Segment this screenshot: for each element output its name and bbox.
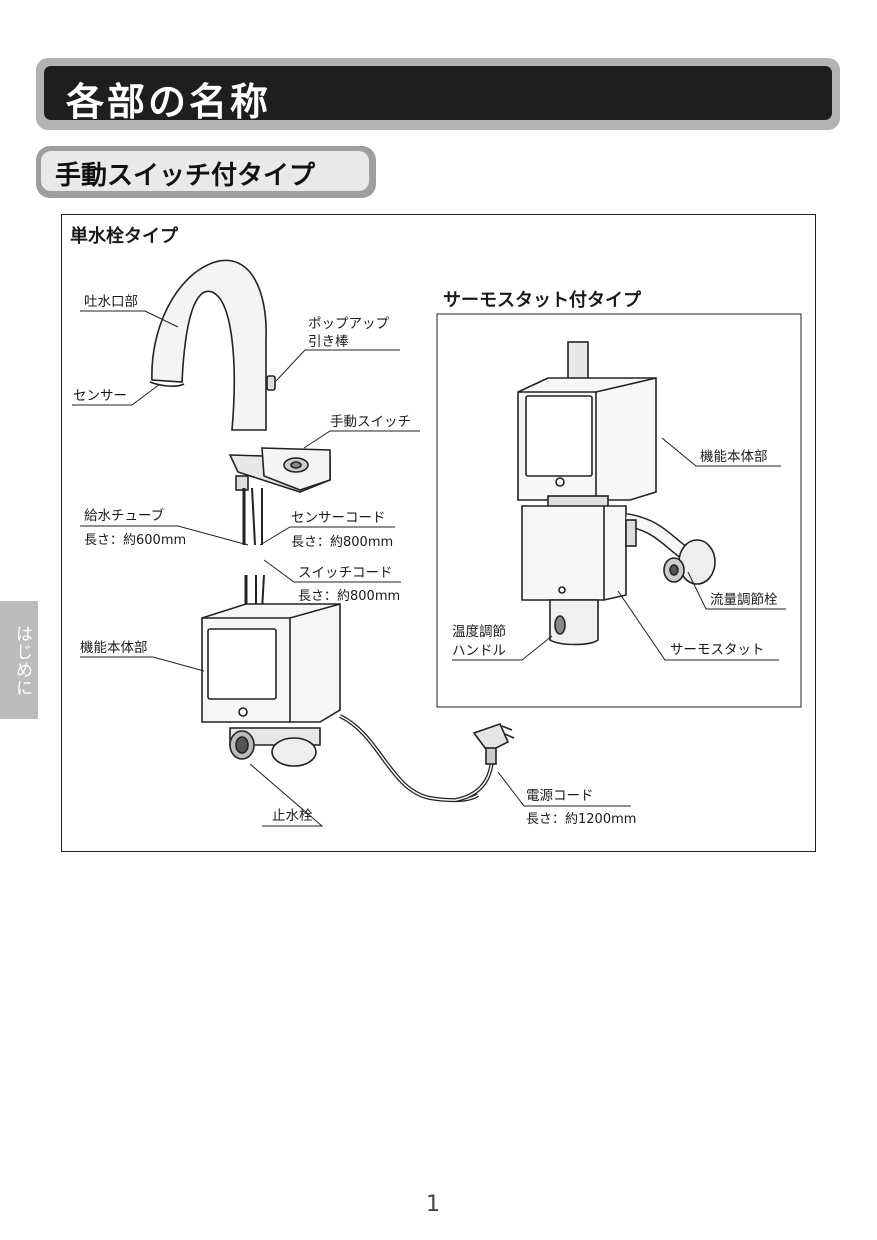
page-title: 各部の名称 <box>66 80 272 124</box>
label-temp-handle-line1: 温度調節 <box>452 624 506 640</box>
label-sensor: センサー <box>73 388 127 404</box>
label-switch-cord: スイッチコード <box>298 565 393 581</box>
label-power-cord-length: 長さ：約1200mm <box>526 812 636 827</box>
side-index-label: はじめに <box>12 625 32 697</box>
label-stop-valve: 止水栓 <box>272 808 313 824</box>
label-popup-line2: 引き棒 <box>308 334 349 350</box>
single-type-heading: 単水栓タイプ <box>70 225 179 247</box>
thermostat-illustration <box>517 341 716 646</box>
label-temp-handle-line2: ハンドル <box>452 643 506 659</box>
subsection-title-bar: 手動スイッチ付タイプ <box>36 146 376 198</box>
thermostat-inset-frame <box>436 313 802 708</box>
label-manual-switch: 手動スイッチ <box>330 414 411 430</box>
label-sensor-cord-length: 長さ：約800mm <box>291 535 393 550</box>
leader-lines <box>72 310 786 827</box>
side-index-tab: はじめに <box>0 601 38 719</box>
label-popup-line1: ポップアップ <box>308 316 389 332</box>
label-supply-tube-length: 長さ：約600mm <box>84 533 186 548</box>
label-switch-cord-length: 長さ：約800mm <box>298 589 400 604</box>
label-spout: 吐水口部 <box>84 294 138 310</box>
label-flow-valve: 流量調節栓 <box>710 592 778 608</box>
label-thermostat: サーモスタット <box>670 642 765 658</box>
subsection-title: 手動スイッチ付タイプ <box>55 161 316 191</box>
diagram-frame <box>61 214 816 852</box>
faucet-illustration <box>149 259 515 803</box>
section-title-inner: 各部の名称 <box>44 66 832 124</box>
label-thermo-body: 機能本体部 <box>700 449 768 465</box>
label-supply-tube: 給水チューブ <box>84 507 165 524</box>
subsection-title-inner: 手動スイッチ付タイプ <box>41 151 369 191</box>
thermostat-type-heading: サーモスタット付タイプ <box>443 289 642 311</box>
label-sensor-cord: センサーコード <box>291 510 386 526</box>
label-body: 機能本体部 <box>80 640 148 656</box>
section-title-bar: 各部の名称 <box>36 58 840 130</box>
label-power-cord: 電源コード <box>526 788 594 804</box>
page-number: 1 <box>426 1192 440 1217</box>
